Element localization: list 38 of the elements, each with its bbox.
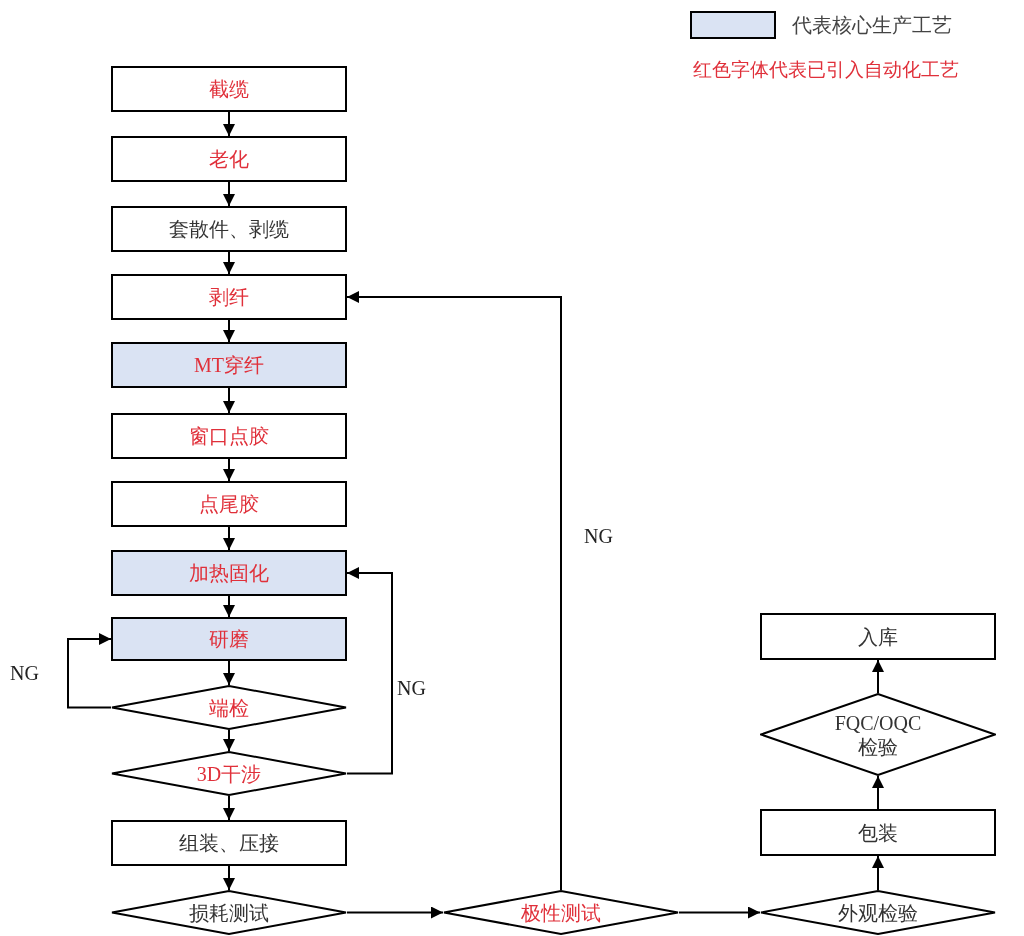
process-box: 截缆	[111, 66, 347, 112]
arrow	[223, 729, 235, 752]
arrow	[223, 660, 235, 686]
process-box: 剥纤	[111, 274, 347, 320]
process-box: 包装	[760, 809, 996, 856]
process-box: 研磨	[111, 617, 347, 661]
arrow	[678, 906, 761, 919]
process-box: 窗口点胶	[111, 413, 347, 459]
arrow	[223, 458, 235, 482]
arrow	[223, 595, 235, 618]
process-box: 组装、压接	[111, 820, 347, 866]
arrow	[872, 775, 884, 810]
arrow	[223, 111, 235, 137]
process-box: 套散件、剥缆	[111, 206, 347, 252]
decision-diamond: 外观检验	[760, 890, 996, 935]
decision-diamond: FQC/OQC 检验	[760, 693, 996, 776]
arrow	[223, 795, 235, 821]
arrow	[223, 526, 235, 551]
process-box: 点尾胶	[111, 481, 347, 527]
decision-diamond: 极性测试	[443, 890, 679, 935]
process-box: 加热固化	[111, 550, 347, 596]
arrow	[346, 567, 393, 775]
arrow	[223, 387, 235, 414]
arrow	[346, 906, 444, 919]
arrow	[223, 865, 235, 891]
process-box: 老化	[111, 136, 347, 182]
arrow	[872, 855, 884, 891]
process-box: 入库	[760, 613, 996, 660]
arrow	[223, 251, 235, 275]
arrow	[346, 291, 562, 891]
arrow	[223, 181, 235, 207]
arrow	[223, 319, 235, 343]
arrow	[872, 659, 884, 694]
decision-diamond: 3D干涉	[111, 751, 347, 796]
process-box: MT穿纤	[111, 342, 347, 388]
arrow	[67, 633, 112, 709]
decision-diamond: 端检	[111, 685, 347, 730]
decision-diamond: 损耗测试	[111, 890, 347, 935]
